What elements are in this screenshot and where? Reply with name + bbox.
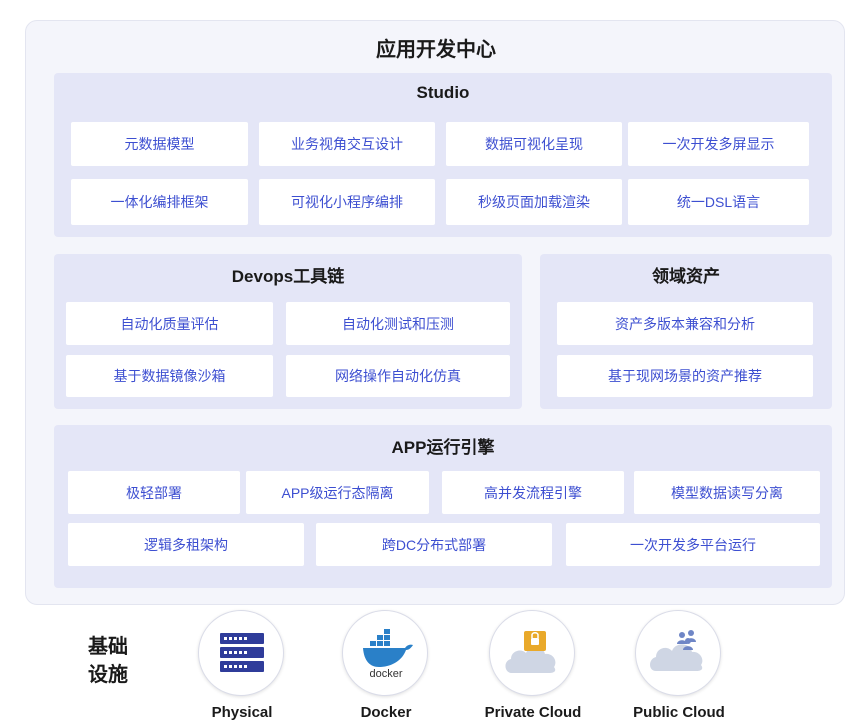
studio-chip: 一体化编排框架 (71, 179, 248, 225)
docker-logo-text: docker (369, 668, 402, 680)
devops-panel: Devops工具链 自动化质量评估 自动化测试和压测 基于数据镜像沙箱 网络操作… (54, 254, 522, 409)
public-cloud-icon (635, 610, 721, 696)
app-dev-center-container: 应用开发中心 Studio 元数据模型 业务视角交互设计 数据可视化呈现 一次开… (25, 20, 845, 605)
engine-chip: APP级运行态隔离 (246, 471, 429, 514)
app-dev-center-title: 应用开发中心 (376, 39, 496, 61)
domain-chip: 基于现网场景的资产推荐 (557, 355, 813, 397)
server-icon (198, 610, 284, 696)
studio-chip: 元数据模型 (71, 122, 248, 166)
infra-caption: Physical (211, 704, 273, 721)
infra-caption: Private Cloud (484, 704, 582, 721)
devops-chip: 网络操作自动化仿真 (286, 355, 510, 397)
studio-chip: 秒级页面加载渲染 (446, 179, 622, 225)
domain-chip: 资产多版本兼容和分析 (557, 302, 813, 345)
app-engine-panel: APP运行引擎 极轻部署 APP级运行态隔离 高并发流程引擎 模型数据读写分离 … (54, 425, 832, 588)
engine-chip: 逻辑多租架构 (68, 523, 304, 566)
domain-assets-panel: 领域资产 资产多版本兼容和分析 基于现网场景的资产推荐 (540, 254, 832, 409)
domain-assets-title: 领域资产 (652, 267, 720, 286)
devops-chip: 自动化质量评估 (66, 302, 273, 345)
studio-title: Studio (416, 83, 470, 102)
engine-chip: 跨DC分布式部署 (316, 523, 552, 566)
studio-chip: 数据可视化呈现 (446, 122, 622, 166)
engine-chip: 模型数据读写分离 (634, 471, 820, 514)
docker-icon: docker (342, 610, 428, 696)
private-cloud-icon (489, 610, 575, 696)
app-engine-title: APP运行引擎 (391, 438, 495, 457)
studio-panel: Studio 元数据模型 业务视角交互设计 数据可视化呈现 一次开发多屏显示 一… (54, 73, 832, 237)
infrastructure-label-line: 设施 (88, 664, 128, 686)
devops-chip: 基于数据镜像沙箱 (66, 355, 273, 397)
devops-title: Devops工具链 (231, 267, 345, 286)
engine-chip: 一次开发多平台运行 (566, 523, 820, 566)
engine-chip: 高并发流程引擎 (442, 471, 624, 514)
infra-caption: Docker (360, 704, 412, 721)
studio-chip: 统一DSL语言 (628, 179, 809, 225)
devops-chip: 自动化测试和压测 (286, 302, 510, 345)
studio-chip: 一次开发多屏显示 (628, 122, 809, 166)
infrastructure-label-line: 基础 (88, 636, 128, 658)
infrastructure-label: 基础 设施 (80, 633, 136, 689)
infra-caption: Public Cloud (633, 704, 725, 721)
studio-chip: 可视化小程序编排 (259, 179, 435, 225)
engine-chip: 极轻部署 (68, 471, 240, 514)
studio-chip: 业务视角交互设计 (259, 122, 435, 166)
